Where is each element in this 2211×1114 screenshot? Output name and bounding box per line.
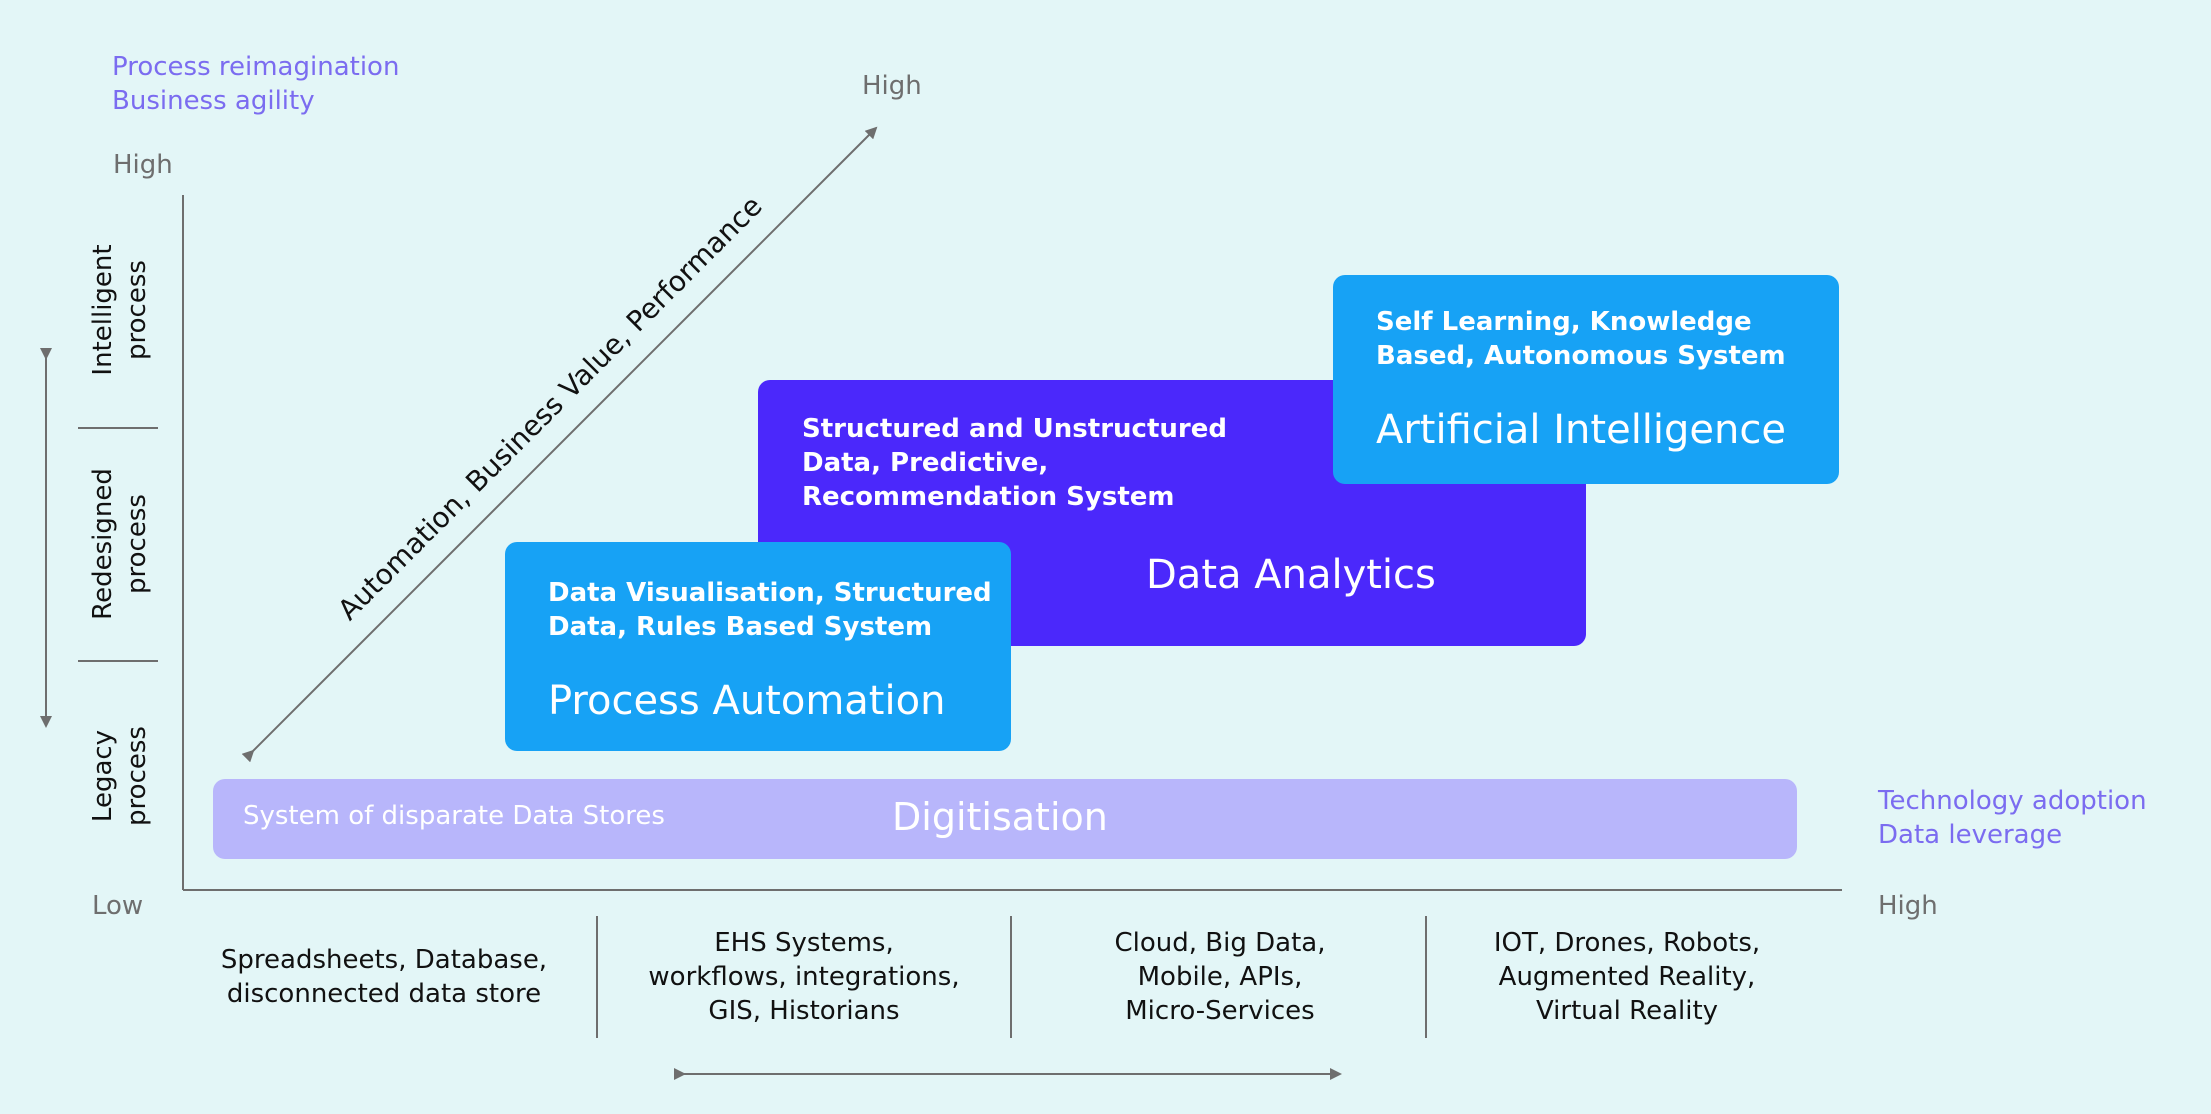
tech-2-line3: GIS, Historians bbox=[708, 996, 900, 1026]
stage-artificial-intelligence: Self Learning, Knowledge Based, Autonomo… bbox=[1333, 275, 1839, 484]
level-legacy-process: Legacy process bbox=[86, 726, 154, 826]
process-automation-desc-line2: Data, Rules Based System bbox=[548, 612, 933, 642]
y-axis-title: Process reimagination Business agility bbox=[112, 50, 399, 118]
tech-2-line1: EHS Systems, bbox=[714, 928, 894, 958]
level-intelligent-line2: process bbox=[122, 260, 152, 360]
tech-4-line3: Virtual Reality bbox=[1535, 996, 1719, 1026]
digitisation-description: System of disparate Data Stores bbox=[243, 801, 665, 831]
tech-4-line2: Augmented Reality, bbox=[1498, 962, 1756, 992]
x-axis-title-line1: Technology adoption bbox=[1878, 786, 2147, 816]
level-legacy-line2: process bbox=[122, 726, 152, 826]
tech-3-line3: Micro-Services bbox=[1125, 996, 1315, 1026]
level-legacy-line1: Legacy bbox=[88, 729, 118, 823]
process-automation-desc-line1: Data Visualisation, Structured bbox=[548, 578, 992, 608]
tech-3-line1: Cloud, Big Data, bbox=[1114, 928, 1326, 958]
process-automation-title: Process Automation bbox=[548, 678, 946, 724]
tech-1-line1: Spreadsheets, Database, bbox=[220, 945, 548, 975]
artificial-intelligence-desc-line1: Self Learning, Knowledge bbox=[1376, 307, 1752, 337]
x-axis-high-label: High bbox=[1878, 891, 1938, 921]
tech-column-3: Cloud, Big Data, Mobile, APIs, Micro-Ser… bbox=[1030, 926, 1410, 1028]
stage-data-analytics: Structured and Unstructured Data, Predic… bbox=[758, 380, 1586, 646]
y-axis-title-line1: Process reimagination bbox=[112, 52, 400, 82]
tech-2-line2: workflows, integrations, bbox=[648, 962, 960, 992]
data-analytics-description: Structured and Unstructured Data, Predic… bbox=[802, 412, 1227, 514]
level-intelligent-process: Intelligent process bbox=[86, 244, 154, 375]
level-intelligent-line1: Intelligent bbox=[88, 244, 118, 376]
diagonal-double-arrow bbox=[241, 126, 878, 763]
data-analytics-desc-line3: Recommendation System bbox=[802, 482, 1175, 512]
artificial-intelligence-title: Artificial Intelligence bbox=[1376, 407, 1786, 453]
x-axis-title: Technology adoption Data leverage bbox=[1878, 784, 2147, 852]
tech-column-2: EHS Systems, workflows, integrations, GI… bbox=[614, 926, 994, 1028]
data-analytics-title: Data Analytics bbox=[1146, 552, 1436, 598]
level-redesigned-line2: process bbox=[122, 494, 152, 594]
tech-4-line1: IOT, Drones, Robots, bbox=[1493, 928, 1761, 958]
tech-1-line2: disconnected data store bbox=[226, 979, 542, 1009]
stage-digitisation: System of disparate Data Stores Digitisa… bbox=[213, 779, 1797, 859]
artificial-intelligence-description: Self Learning, Knowledge Based, Autonomo… bbox=[1376, 305, 1786, 373]
y-axis-title-line2: Business agility bbox=[112, 86, 315, 116]
tech-3-line2: Mobile, APIs, bbox=[1137, 962, 1303, 992]
data-analytics-desc-line2: Data, Predictive, bbox=[802, 448, 1049, 478]
data-analytics-desc-line1: Structured and Unstructured bbox=[802, 414, 1227, 444]
x-axis-title-line2: Data leverage bbox=[1878, 820, 2063, 850]
digitisation-title: Digitisation bbox=[892, 795, 1108, 839]
tech-column-1: Spreadsheets, Database, disconnected dat… bbox=[194, 943, 574, 1011]
tech-column-4: IOT, Drones, Robots, Augmented Reality, … bbox=[1437, 926, 1817, 1028]
y-axis-high-label: High bbox=[113, 150, 173, 180]
level-redesigned-line1: Redesigned bbox=[88, 468, 118, 620]
artificial-intelligence-desc-line2: Based, Autonomous System bbox=[1376, 341, 1786, 371]
level-redesigned-process: Redesigned process bbox=[86, 468, 154, 620]
diagonal-high-label: High bbox=[862, 71, 922, 101]
process-automation-description: Data Visualisation, Structured Data, Rul… bbox=[548, 576, 992, 644]
stage-process-automation: Data Visualisation, Structured Data, Rul… bbox=[505, 542, 1011, 751]
x-axis-low-label: Low bbox=[92, 891, 144, 921]
